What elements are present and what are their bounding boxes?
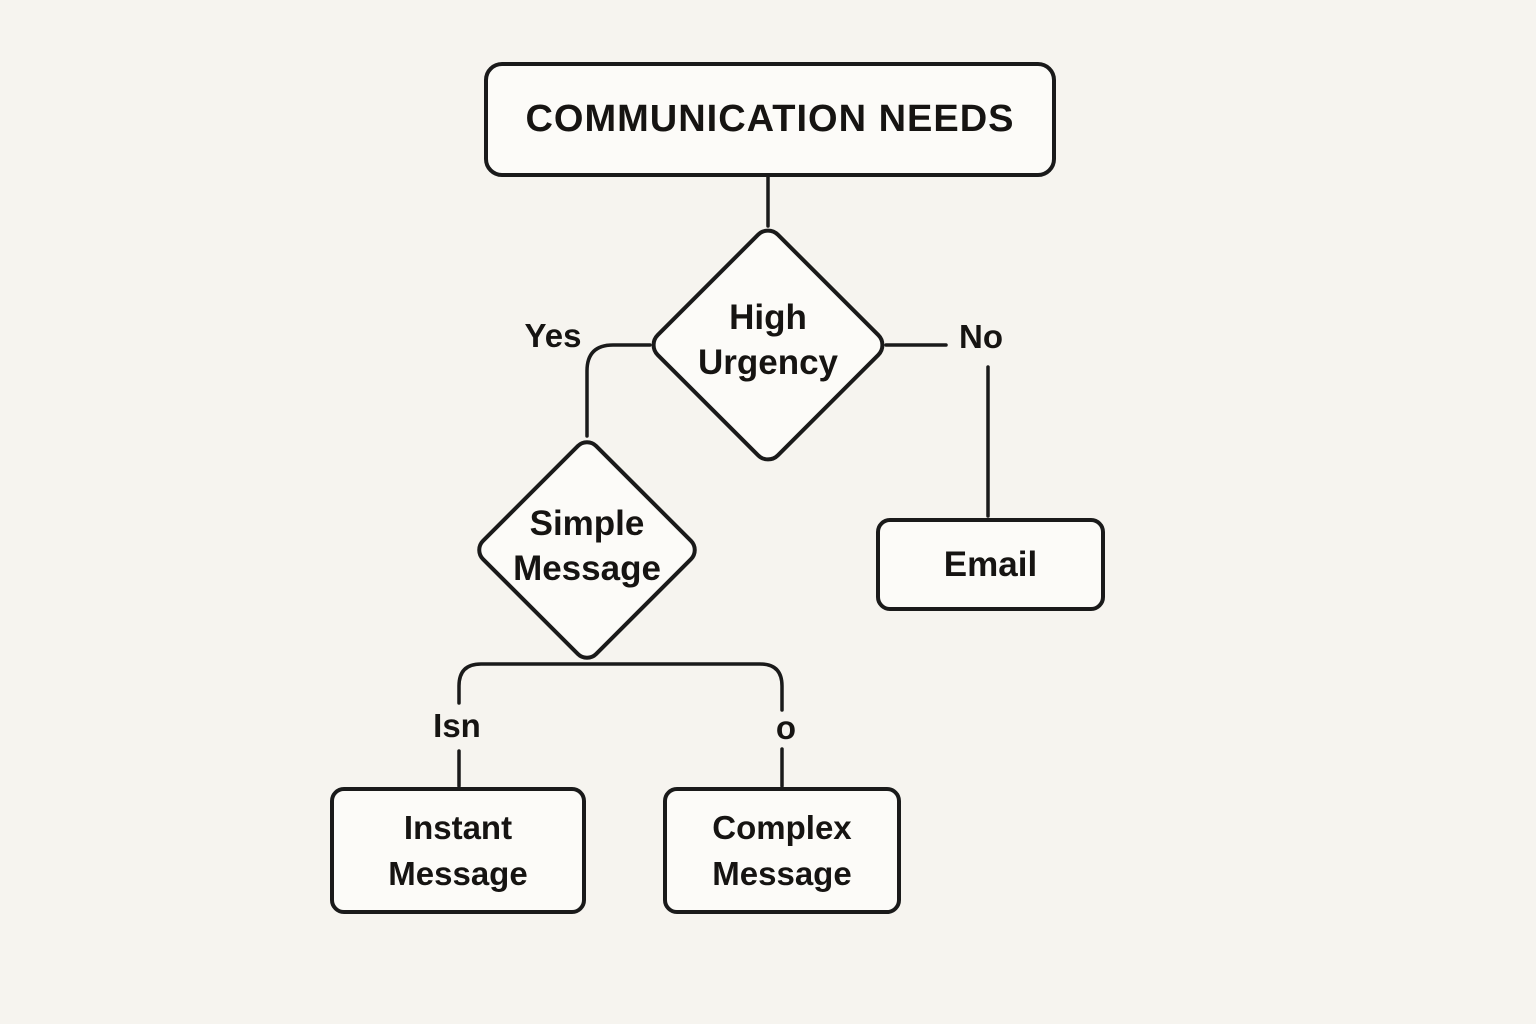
node-email-label: Email bbox=[943, 544, 1038, 584]
edge-label-yes: Yes bbox=[524, 317, 582, 354]
edge-label-no: No bbox=[959, 318, 1003, 355]
node-simple-message-label: Simple Message bbox=[467, 501, 707, 591]
node-communication-needs-label: COMMUNICATION NEEDS bbox=[525, 98, 1015, 140]
edge-label-isn: Isn bbox=[433, 707, 481, 744]
node-communication-needs: COMMUNICATION NEEDS bbox=[484, 62, 1056, 177]
node-email: Email bbox=[876, 518, 1105, 611]
node-complex-message-line1: Complex bbox=[712, 808, 852, 846]
node-high-urgency-label: High Urgency bbox=[648, 295, 888, 385]
decision-diamond-simple-message bbox=[477, 440, 697, 660]
node-high-urgency-line2: Urgency bbox=[697, 343, 839, 382]
decision-diamond-high-urgency bbox=[651, 228, 885, 462]
node-simple-message-line2: Message bbox=[513, 549, 661, 588]
node-instant-message-line1: Instant bbox=[403, 808, 513, 846]
node-complex-message-line2: Message bbox=[712, 854, 852, 892]
edge-yes-connector bbox=[585, 343, 652, 438]
node-complex-message: Complex Message bbox=[663, 787, 901, 914]
node-simple-message-line1: Simple bbox=[529, 504, 645, 543]
node-high-urgency-line1: High bbox=[729, 298, 807, 337]
node-instant-message-line2: Message bbox=[388, 854, 528, 892]
edge-branch-split bbox=[457, 662, 784, 712]
edge-label-o: o bbox=[775, 709, 797, 746]
node-instant-message: Instant Message bbox=[330, 787, 586, 914]
